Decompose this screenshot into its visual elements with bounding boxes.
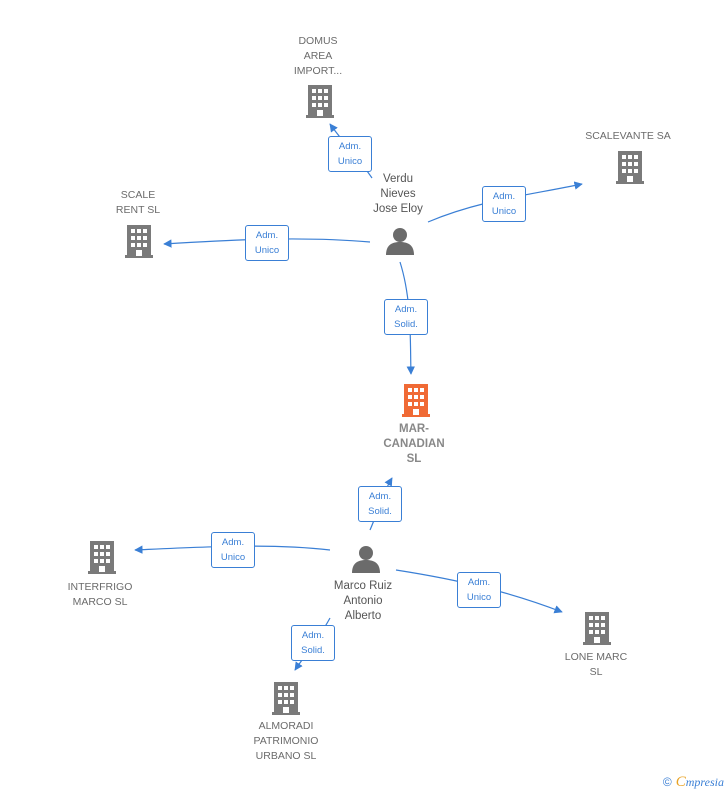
edge-label-verdu-mar-canadian: Adm. Solid. bbox=[384, 299, 428, 335]
node-label-scalevante[interactable]: SCALEVANTE SA bbox=[585, 130, 671, 142]
node-label-domus[interactable]: DOMUS AREA IMPORT... bbox=[293, 35, 343, 77]
node-label-verdu[interactable]: Verdu Nieves Jose Eloy bbox=[373, 173, 423, 215]
brand-initial: C bbox=[675, 774, 686, 790]
building-icon bbox=[88, 541, 116, 574]
building-icon bbox=[616, 151, 644, 184]
empresia-logo[interactable]: ©Cmpresia bbox=[663, 774, 724, 791]
edge-label-marco-almoradi: Adm. Solid. bbox=[291, 625, 335, 661]
building-icon bbox=[583, 612, 611, 645]
node-label-scale-rent[interactable]: SCALE RENT SL bbox=[115, 189, 161, 216]
building-icon bbox=[125, 225, 153, 258]
person-icon bbox=[386, 228, 414, 255]
edge-label-marco-mar-canadian: Adm. Solid. bbox=[358, 486, 402, 522]
building-icon bbox=[272, 682, 300, 715]
building-icon-focus bbox=[402, 384, 430, 417]
edge-label-marco-lone-marc: Adm. Unico bbox=[457, 572, 501, 608]
copyright-symbol: © bbox=[662, 775, 672, 789]
edge-label-verdu-domus: Adm. Unico bbox=[328, 136, 372, 172]
node-label-marco[interactable]: Marco Ruiz Antonio Alberto bbox=[333, 580, 393, 622]
node-label-interfrigo[interactable]: INTERFRIGO MARCO SL bbox=[67, 581, 133, 608]
node-label-lone-marc[interactable]: LONE MARC SL bbox=[564, 651, 628, 678]
person-icon bbox=[352, 546, 380, 573]
node-label-mar-canadian[interactable]: MAR- CANADIAN SL bbox=[383, 423, 445, 465]
edge-label-marco-interfrigo: Adm. Unico bbox=[211, 532, 255, 568]
edge-label-verdu-scalevante: Adm. Unico bbox=[482, 186, 526, 222]
edge-label-verdu-scale-rent: Adm. Unico bbox=[245, 225, 289, 261]
node-label-almoradi[interactable]: ALMORADI PATRIMONIO URBANO SL bbox=[253, 720, 319, 762]
building-icon bbox=[306, 85, 334, 118]
brand-name: mpresia bbox=[685, 775, 724, 789]
